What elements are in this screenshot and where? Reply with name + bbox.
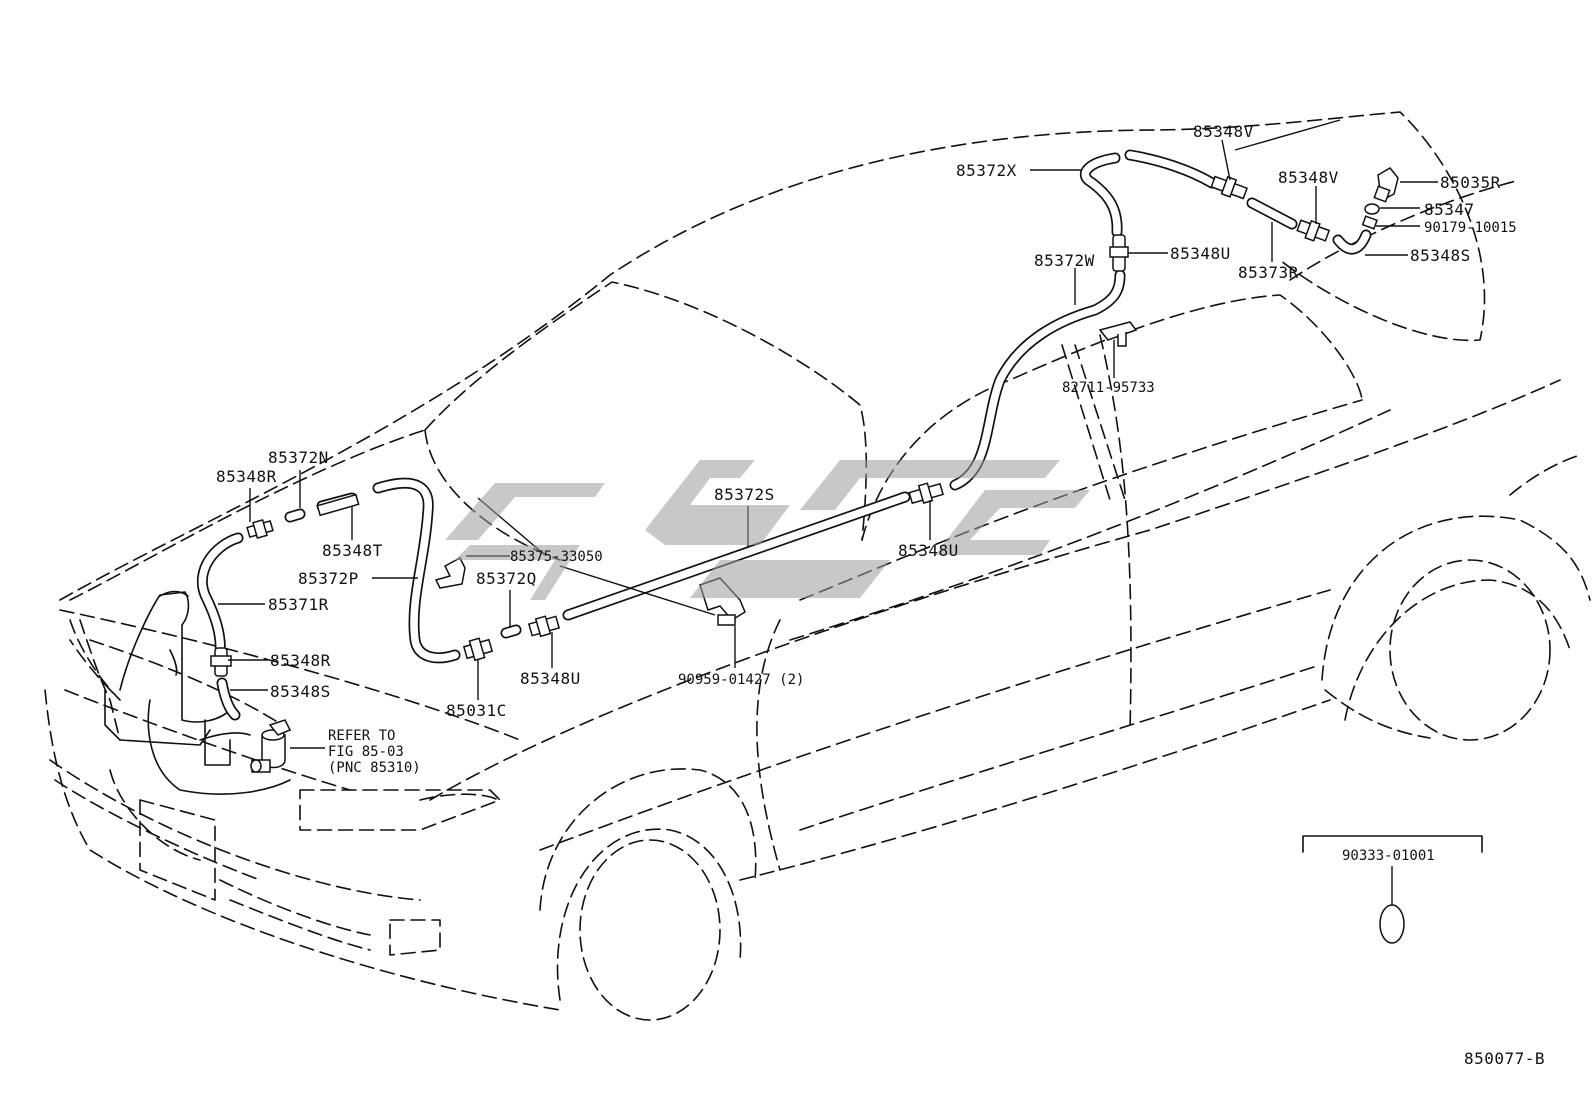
label-fig-ref: FIG 85-03	[328, 744, 404, 760]
car-outline	[44, 111, 1591, 1021]
label-85348T: 85348T	[322, 541, 383, 560]
label-85372X: 85372X	[956, 161, 1017, 180]
label-85372P: 85372P	[298, 569, 359, 588]
label-85372S: 85372S	[714, 485, 775, 504]
hoses	[196, 149, 1372, 721]
label-85373R: 85373R	[1238, 263, 1299, 282]
washer-pump	[250, 719, 292, 773]
label-85372W: 85372W	[1034, 251, 1095, 270]
label-85347: 85347	[1424, 200, 1475, 219]
label-85348U-mid: 85348U	[898, 541, 959, 560]
figure-code: 850077-B	[1464, 1049, 1545, 1068]
label-90959-01427: 90959-01427 (2)	[678, 672, 804, 688]
label-85348R-low: 85348R	[270, 651, 331, 670]
label-85348S-top: 85348S	[1410, 246, 1471, 265]
label-82711-95733: 82711-95733	[1062, 380, 1155, 396]
label-85348R-top: 85348R	[216, 467, 277, 486]
label-85031C: 85031C	[446, 701, 507, 720]
label-85348V-mid: 85348V	[1278, 168, 1339, 187]
label-85375-33050: 85375-33050	[510, 549, 603, 565]
leader-lines	[218, 119, 1438, 749]
label-85348U-low: 85348U	[520, 669, 581, 688]
label-85348S-low: 85348S	[270, 682, 331, 701]
label-85371R: 85371R	[268, 595, 329, 614]
label-pnc-ref: (PNC 85310)	[328, 760, 421, 776]
washer-tank	[104, 590, 291, 795]
label-85372N: 85372N	[268, 448, 329, 467]
label-85348V-top: 85348V	[1193, 122, 1254, 141]
label-refer-to: REFER TO	[328, 728, 395, 744]
part-labels: 85348V 85372X 85348V 85035R 85347 90179-…	[216, 122, 1545, 1068]
label-85372Q: 85372Q	[476, 569, 537, 588]
label-85348U-top: 85348U	[1170, 244, 1231, 263]
watermark-logo	[445, 460, 1090, 600]
callout-90333	[1302, 835, 1483, 944]
label-85035R: 85035R	[1440, 173, 1501, 192]
label-90179-10015: 90179-10015	[1424, 220, 1517, 236]
label-90333-01001: 90333-01001	[1342, 848, 1435, 864]
